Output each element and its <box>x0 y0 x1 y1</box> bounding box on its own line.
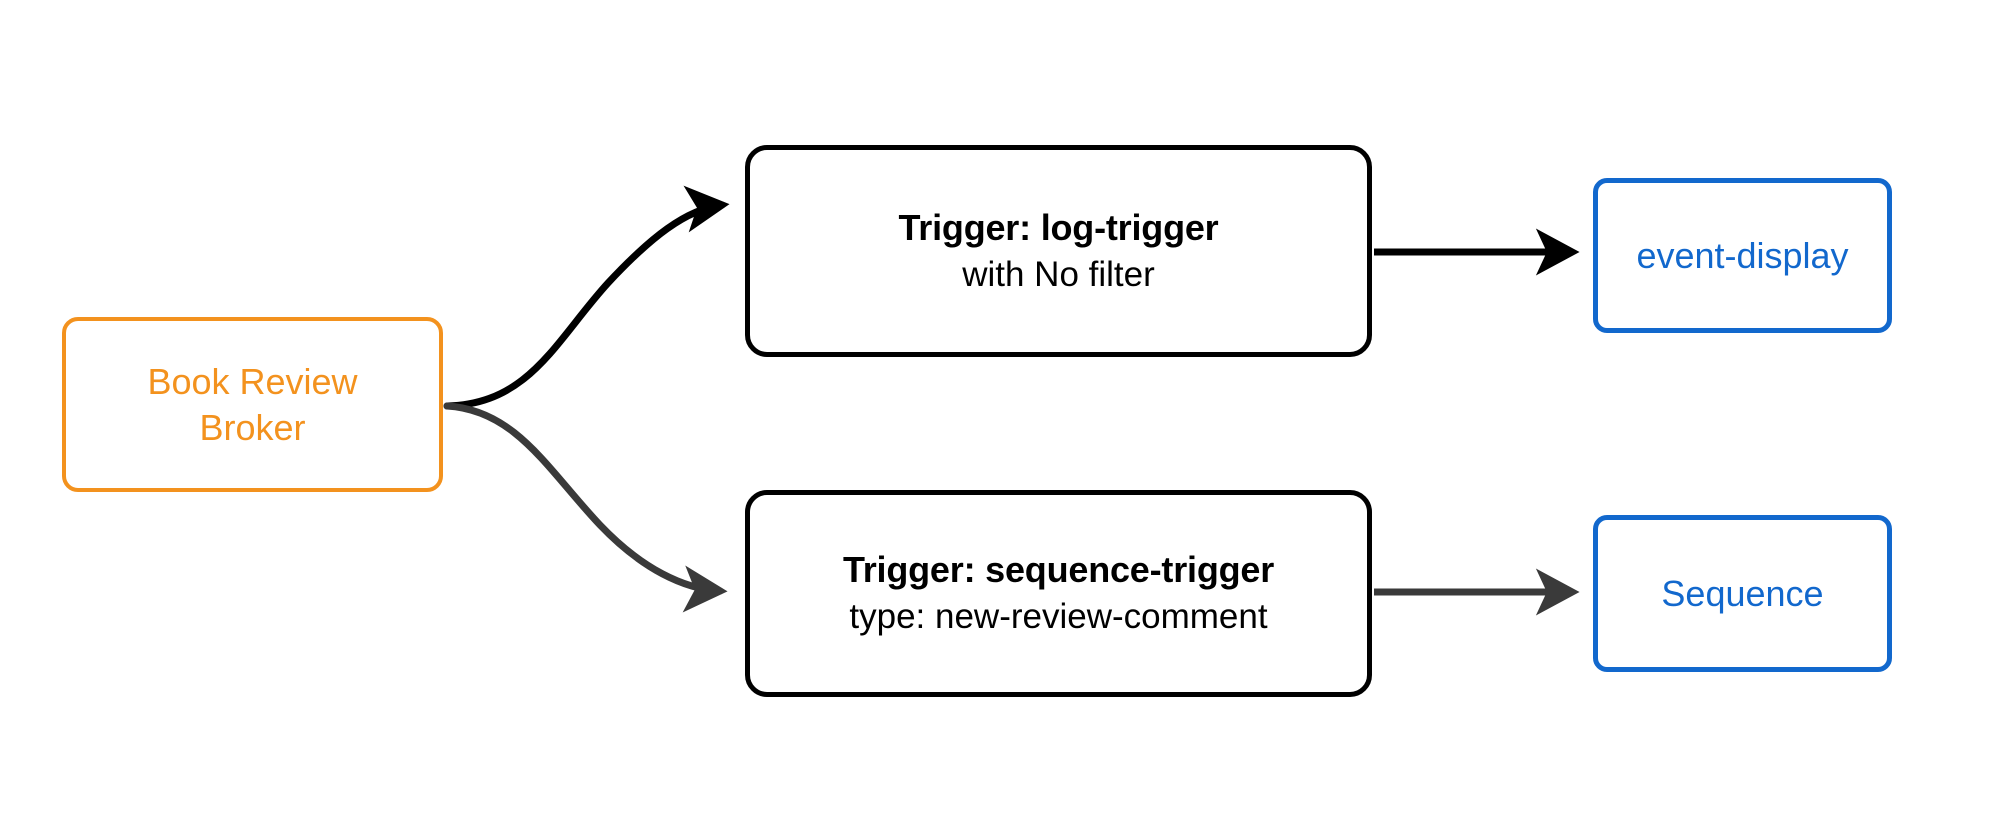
node-trigger-log-trigger[interactable]: Trigger: log-trigger with No filter <box>745 145 1372 357</box>
node-book-review-broker[interactable]: Book Review Broker <box>62 317 443 492</box>
edge-broker-to-log-trigger <box>443 185 730 410</box>
node-event-display[interactable]: event-display <box>1593 178 1892 333</box>
broker-label-line-1: Book Review <box>147 360 358 402</box>
broker-label-line-2: Broker <box>199 406 306 448</box>
trigger-log-subtitle: with No filter <box>962 254 1155 294</box>
node-trigger-sequence-trigger[interactable]: Trigger: sequence-trigger type: new-revi… <box>745 490 1372 697</box>
trigger-sequence-subtitle: type: new-review-comment <box>849 597 1268 637</box>
sequence-label: Sequence <box>1661 572 1824 614</box>
node-sequence[interactable]: Sequence <box>1593 515 1892 672</box>
event-display-label: event-display <box>1636 234 1849 276</box>
trigger-log-title: Trigger: log-trigger <box>898 206 1219 248</box>
edge-broker-to-sequence-trigger <box>443 402 728 613</box>
trigger-sequence-title: Trigger: sequence-trigger <box>842 549 1275 591</box>
